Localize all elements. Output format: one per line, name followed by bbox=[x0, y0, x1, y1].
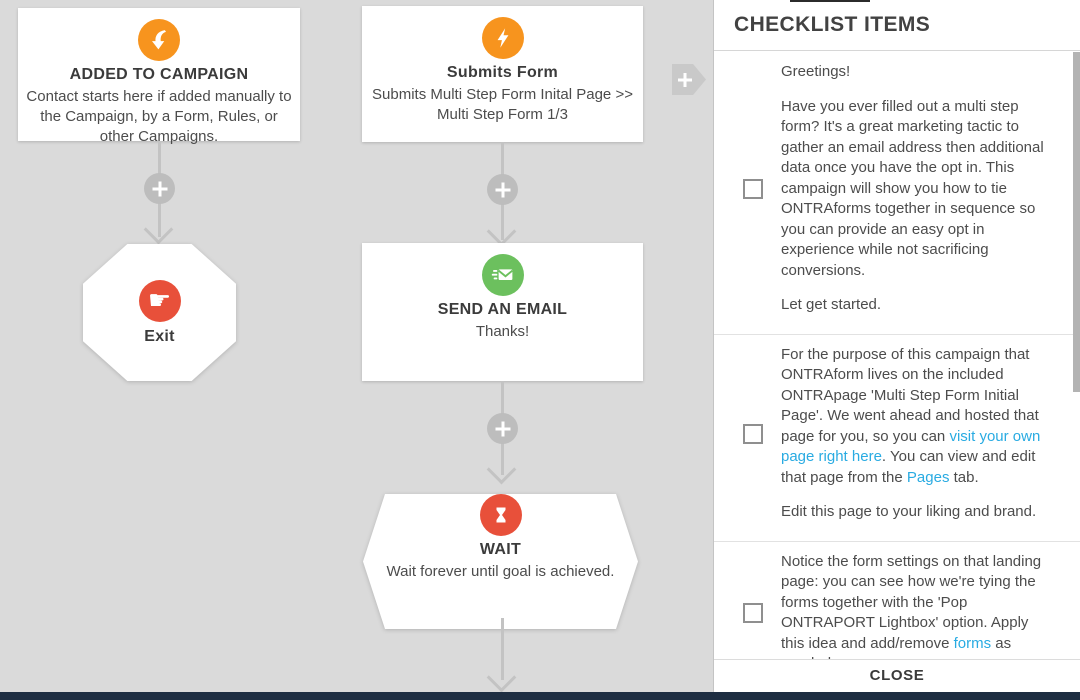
checklist-item-text: For the purpose of this campaign that ON… bbox=[781, 345, 1050, 523]
node-added-to-campaign[interactable]: ADDED TO CAMPAIGN Contact starts here if… bbox=[18, 8, 300, 145]
hourglass-icon bbox=[479, 494, 522, 536]
inline-link[interactable]: forms bbox=[953, 634, 992, 652]
clipped-overlay-edge bbox=[790, 0, 870, 2]
node-title: ADDED TO CAMPAIGN bbox=[69, 66, 249, 83]
arrow-down-icon bbox=[486, 662, 517, 692]
inline-link[interactable]: Pages bbox=[906, 468, 950, 486]
enter-arrow-icon bbox=[138, 19, 180, 61]
bottom-bar bbox=[0, 692, 1080, 700]
text-segment: tab. bbox=[949, 468, 979, 486]
node-title: WAIT bbox=[479, 541, 522, 558]
checklist-item-text: Greetings! Have you ever filled out a mul… bbox=[781, 62, 1050, 316]
checklist-item-text: Notice the form settings on that landing… bbox=[781, 552, 1050, 660]
add-step-button[interactable] bbox=[487, 413, 518, 444]
add-element-tab[interactable] bbox=[672, 64, 706, 95]
node-title: Submits Form bbox=[446, 64, 559, 81]
text-segment: Let get started. bbox=[781, 296, 882, 313]
node-send-email[interactable]: SEND AN EMAIL Thanks! bbox=[362, 243, 643, 381]
node-description: Wait forever until goal is achieved. bbox=[386, 563, 615, 580]
email-send-icon bbox=[481, 254, 524, 296]
checklist-item: Greetings! Have you ever filled out a mul… bbox=[714, 52, 1080, 335]
node-description: Submits Multi Step Form Inital Page >> M… bbox=[372, 86, 633, 123]
text-segment: For the purpose of this campaign that ON… bbox=[781, 345, 1039, 445]
node-title: Exit bbox=[144, 327, 175, 345]
close-button[interactable]: CLOSE bbox=[714, 659, 1080, 691]
close-button-label: CLOSE bbox=[869, 667, 925, 684]
add-step-button[interactable] bbox=[487, 174, 518, 205]
checklist-item: For the purpose of this campaign that ON… bbox=[714, 335, 1080, 542]
item-paragraph: Edit this page to your liking and brand. bbox=[781, 502, 1050, 523]
node-wait[interactable]: WAIT Wait forever until goal is achieved… bbox=[363, 483, 638, 629]
hand-point-icon: ☛ bbox=[138, 279, 181, 322]
node-exit[interactable]: ☛ Exit bbox=[83, 244, 236, 381]
checkbox[interactable] bbox=[743, 178, 763, 199]
arrow-down-icon bbox=[486, 454, 517, 485]
add-step-button[interactable] bbox=[144, 173, 175, 204]
checkbox[interactable] bbox=[743, 603, 763, 623]
node-description: Contact starts here if added manually to… bbox=[26, 88, 292, 145]
connector-line bbox=[501, 618, 504, 680]
node-description: Thanks! bbox=[475, 323, 530, 340]
item-paragraph: Have you ever filled out a multi step fo… bbox=[781, 97, 1050, 282]
text-segment: as needed. bbox=[781, 634, 1012, 660]
inline-link[interactable]: visit your own page right here bbox=[781, 427, 1041, 466]
scrollbar-thumb[interactable] bbox=[1073, 52, 1080, 392]
text-segment: . You can view and edit that page from t… bbox=[781, 448, 1036, 486]
checklist-items[interactable]: Greetings! Have you ever filled out a mul… bbox=[714, 52, 1080, 659]
item-paragraph: Let get started. bbox=[781, 295, 1050, 316]
text-segment: Edit this page to your liking and brand. bbox=[781, 503, 1037, 520]
arrow-down-icon bbox=[143, 214, 174, 245]
node-submits-form[interactable]: Submits Form Submits Multi Step Form Ini… bbox=[362, 6, 643, 142]
campaign-canvas[interactable]: ADDED TO CAMPAIGN Contact starts here if… bbox=[0, 0, 713, 692]
item-paragraph: Notice the form settings on that landing… bbox=[781, 552, 1050, 660]
checklist-panel: CHECKLIST ITEMS Greetings! Have you ever … bbox=[713, 0, 1080, 692]
checklist-item: Notice the form settings on that landing… bbox=[714, 542, 1080, 660]
text-segment: Greetings! bbox=[781, 63, 851, 80]
lightning-icon bbox=[481, 17, 524, 59]
node-title: SEND AN EMAIL bbox=[437, 301, 568, 318]
arrow-down-icon bbox=[486, 216, 517, 247]
checkbox[interactable] bbox=[743, 423, 763, 444]
item-paragraph: For the purpose of this campaign that ON… bbox=[781, 345, 1050, 489]
panel-title: CHECKLIST ITEMS bbox=[734, 13, 931, 36]
item-paragraph: Greetings! bbox=[781, 62, 1050, 83]
checklist-header: CHECKLIST ITEMS bbox=[714, 0, 1080, 51]
text-segment: Notice the form settings on that landing… bbox=[781, 552, 1042, 652]
text-segment: Have you ever filled out a multi step fo… bbox=[781, 97, 1044, 279]
